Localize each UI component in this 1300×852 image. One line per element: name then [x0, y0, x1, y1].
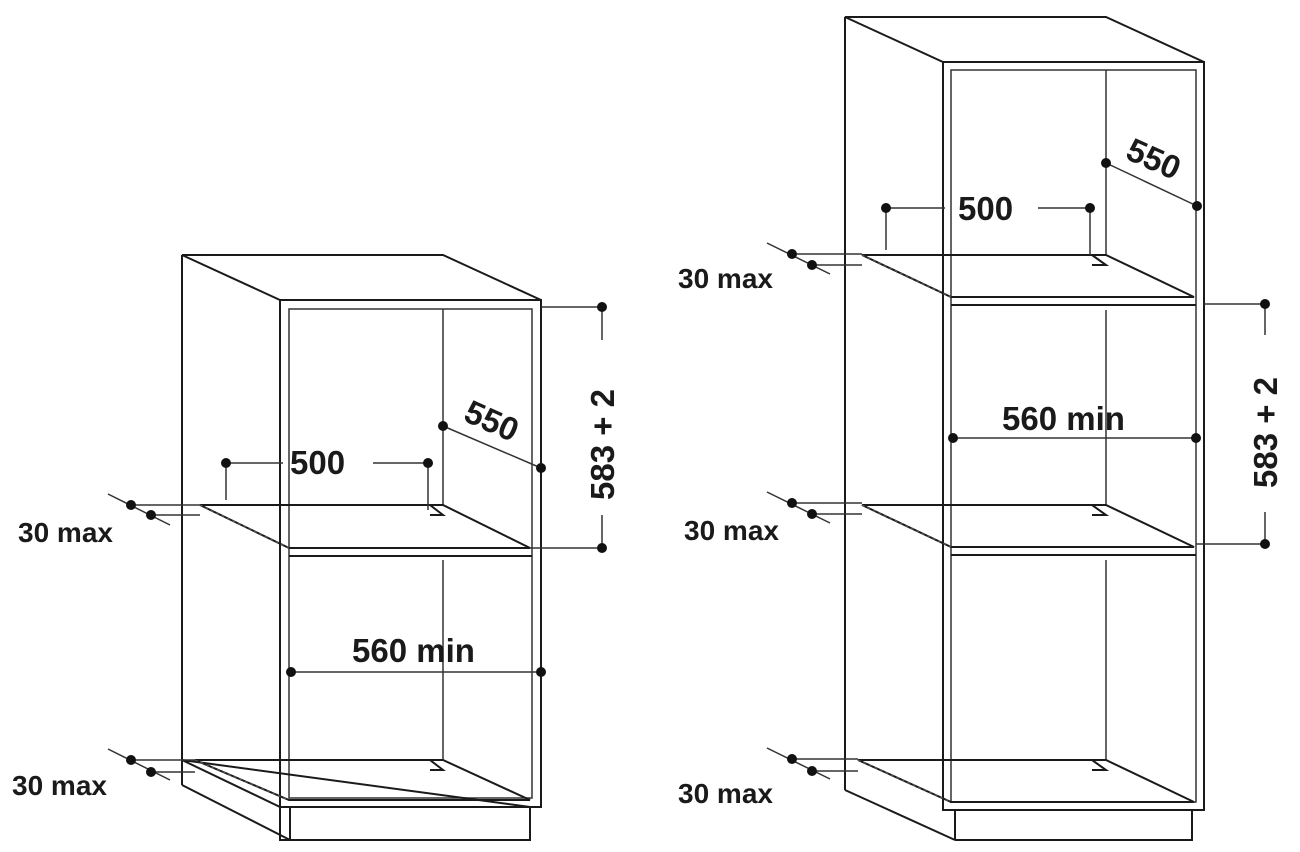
cabinet-front-frame	[942, 61, 1205, 811]
label-30-max-upper: 30 max	[18, 517, 113, 548]
label-583: 583 + 2	[1247, 377, 1284, 488]
shelf-dashed	[199, 504, 290, 549]
plinth-bottom	[181, 784, 291, 841]
dim-dot	[1260, 299, 1270, 309]
gap-leader	[107, 493, 171, 526]
single-cabinet: 500 550 583 + 2 560 min 30 max 30 max	[12, 254, 621, 841]
dim-dot	[146, 510, 156, 520]
dim-dot	[126, 500, 136, 510]
label-30-max-middle: 30 max	[684, 515, 779, 546]
dim-dot	[948, 433, 958, 443]
shelf-middle	[199, 504, 531, 549]
shelf-dashed	[861, 504, 952, 548]
dim-dot	[1101, 158, 1111, 168]
cabinet-front-frame	[279, 299, 542, 808]
dim-dot	[438, 421, 448, 431]
dim-dot	[597, 302, 607, 312]
shelf-notch	[1091, 254, 1110, 266]
dim-dot	[146, 767, 156, 777]
label-550: 550	[1121, 131, 1186, 187]
dim-550-line	[442, 425, 542, 469]
shelf-bottom-notch	[429, 759, 446, 771]
label-30-max-upper: 30 max	[678, 263, 773, 294]
shelf-notch	[1091, 504, 1110, 516]
dim-dot	[1085, 203, 1095, 213]
dim-dot	[787, 498, 797, 508]
dim-dot	[807, 766, 817, 776]
gap-leader	[107, 748, 171, 781]
label-583: 583 + 2	[584, 389, 621, 500]
shelf-bottom	[194, 759, 531, 801]
gap-leader	[766, 491, 831, 524]
label-500: 500	[290, 444, 345, 481]
label-30-max-lower: 30 max	[678, 778, 773, 809]
dim-dot	[126, 755, 136, 765]
cabinet-top	[181, 254, 542, 301]
dim-dot	[1191, 433, 1201, 443]
dim-dot	[1260, 539, 1270, 549]
shelf-notch	[429, 504, 446, 516]
shelf-dashed	[861, 254, 952, 298]
shelf-bottom-dashed	[194, 759, 290, 801]
plinth-bottom	[844, 789, 956, 841]
shelf-middle	[861, 504, 1195, 548]
gap-leader	[766, 747, 831, 780]
dim-dot	[597, 543, 607, 553]
dim-dot	[807, 260, 817, 270]
dim-dot	[286, 667, 296, 677]
dim-dot	[807, 509, 817, 519]
dim-dot	[423, 458, 433, 468]
label-30-max-lower: 30 max	[12, 770, 107, 801]
shelf-upper	[861, 254, 1195, 298]
dim-dot	[536, 463, 546, 473]
dim-dot	[881, 203, 891, 213]
dim-dot	[787, 754, 797, 764]
label-560: 560 min	[352, 632, 475, 669]
cabinet-front-inner	[288, 308, 533, 799]
shelf-dashed	[857, 759, 952, 803]
tall-cabinet: 500 550 583 + 2 560 min 30 max 30 max	[678, 16, 1284, 841]
label-560: 560 min	[1002, 400, 1125, 437]
plinth-front	[955, 810, 1193, 841]
label-500: 500	[958, 190, 1013, 227]
dim-dot	[787, 249, 797, 259]
label-550: 550	[459, 393, 524, 449]
dim-dot	[536, 667, 546, 677]
shelf-notch	[1091, 759, 1110, 771]
dim-dot	[1192, 201, 1202, 211]
shelf-bottom	[857, 759, 1195, 803]
cabinet-top	[844, 16, 1205, 63]
gap-leader	[766, 242, 831, 275]
dim-dot	[221, 458, 231, 468]
dim-550-line	[1105, 162, 1198, 207]
